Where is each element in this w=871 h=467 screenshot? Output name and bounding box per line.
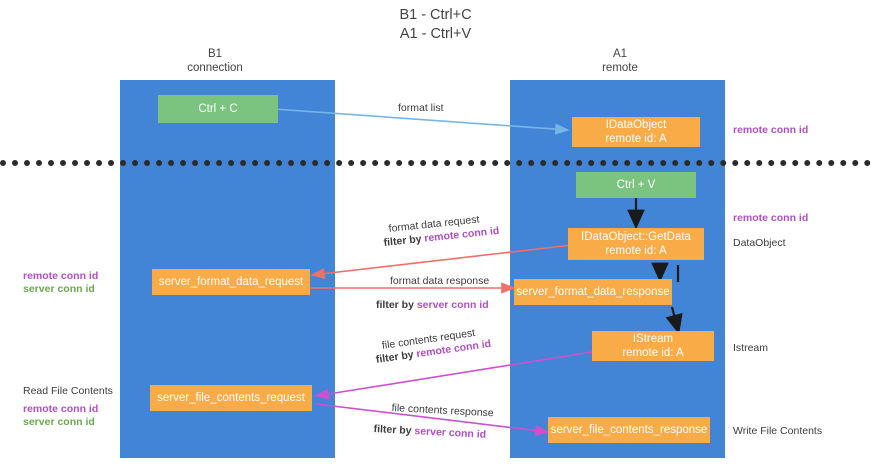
- box-server-file-contents-response[interactable]: server_file_contents_response: [548, 417, 710, 443]
- box-idataobject-getdata[interactable]: IDataObject::GetData remote id: A: [568, 228, 704, 260]
- annotation-dataobject: DataObject: [733, 237, 786, 249]
- edge-label-format-data-response-filter: filter by server conn id: [376, 298, 489, 312]
- box-ctrl-v[interactable]: Ctrl + V: [576, 172, 696, 198]
- column-header-a1: A1 remote: [602, 48, 638, 74]
- box-ctrl-c[interactable]: Ctrl + C: [158, 95, 278, 123]
- box-ctrl-c-label: Ctrl + C: [198, 103, 238, 115]
- box-istream-line2: remote id: A: [622, 347, 684, 359]
- annotation-left-server-conn-id-bottom: server conn id: [23, 416, 95, 428]
- annotation-read-file-contents: Read File Contents: [23, 385, 113, 397]
- page-title: B1 - Ctrl+C A1 - Ctrl+V: [399, 7, 472, 42]
- filter-prefix: filter by: [375, 348, 418, 366]
- edge-label-format-data-response: format data response: [390, 275, 490, 287]
- box-idataobject-line1: IDataObject: [605, 119, 667, 131]
- box-server-file-contents-request[interactable]: server_file_contents_request: [150, 385, 312, 411]
- annotation-remote-conn-id-mid: remote conn id: [733, 212, 809, 224]
- box-server-format-data-request[interactable]: server_format_data_request: [152, 269, 310, 295]
- box-idataobject[interactable]: IDataObject remote id: A: [572, 117, 700, 147]
- annotation-write-file-contents: Write File Contents: [733, 425, 823, 437]
- annotation-remote-conn-id-top: remote conn id: [733, 124, 809, 136]
- box-istream-line1: IStream: [632, 333, 674, 345]
- filter-prefix: filter by: [383, 232, 425, 249]
- edge-label-format-list: format list: [398, 102, 444, 114]
- box-idataobject-getdata-line1: IDataObject::GetData: [581, 231, 691, 243]
- filter-key: server conn id: [414, 425, 487, 441]
- annotation-istream: Istream: [733, 342, 769, 354]
- annotation-left-remote-conn-id-bottom: remote conn id: [23, 403, 99, 415]
- box-idataobject-getdata-line2: remote id: A: [605, 245, 667, 257]
- box-server-format-data-request-label: server_format_data_request: [158, 276, 304, 288]
- filter-key: server conn id: [416, 299, 489, 311]
- filter-prefix: filter by: [376, 299, 417, 311]
- filter-prefix: filter by: [373, 422, 415, 438]
- column-header-b1: B1 connection: [187, 48, 243, 74]
- edge-label-file-contents-response: file contents response: [391, 401, 494, 420]
- annotation-left-remote-conn-id-mid: remote conn id: [23, 270, 99, 282]
- box-istream[interactable]: IStream remote id: A: [592, 331, 714, 361]
- box-server-file-contents-request-label: server_file_contents_request: [157, 392, 305, 404]
- box-server-format-data-response-label: server_format_data_response: [516, 286, 670, 298]
- box-ctrl-v-label: Ctrl + V: [616, 179, 656, 191]
- edge-label-file-contents-response-filter: filter by server conn id: [373, 422, 486, 442]
- box-idataobject-line2: remote id: A: [605, 133, 667, 145]
- box-server-format-data-response[interactable]: server_format_data_response: [514, 279, 672, 305]
- box-server-file-contents-response-label: server_file_contents_response: [550, 424, 708, 436]
- section-divider: [0, 160, 871, 166]
- annotation-left-server-conn-id-mid: server conn id: [23, 283, 95, 295]
